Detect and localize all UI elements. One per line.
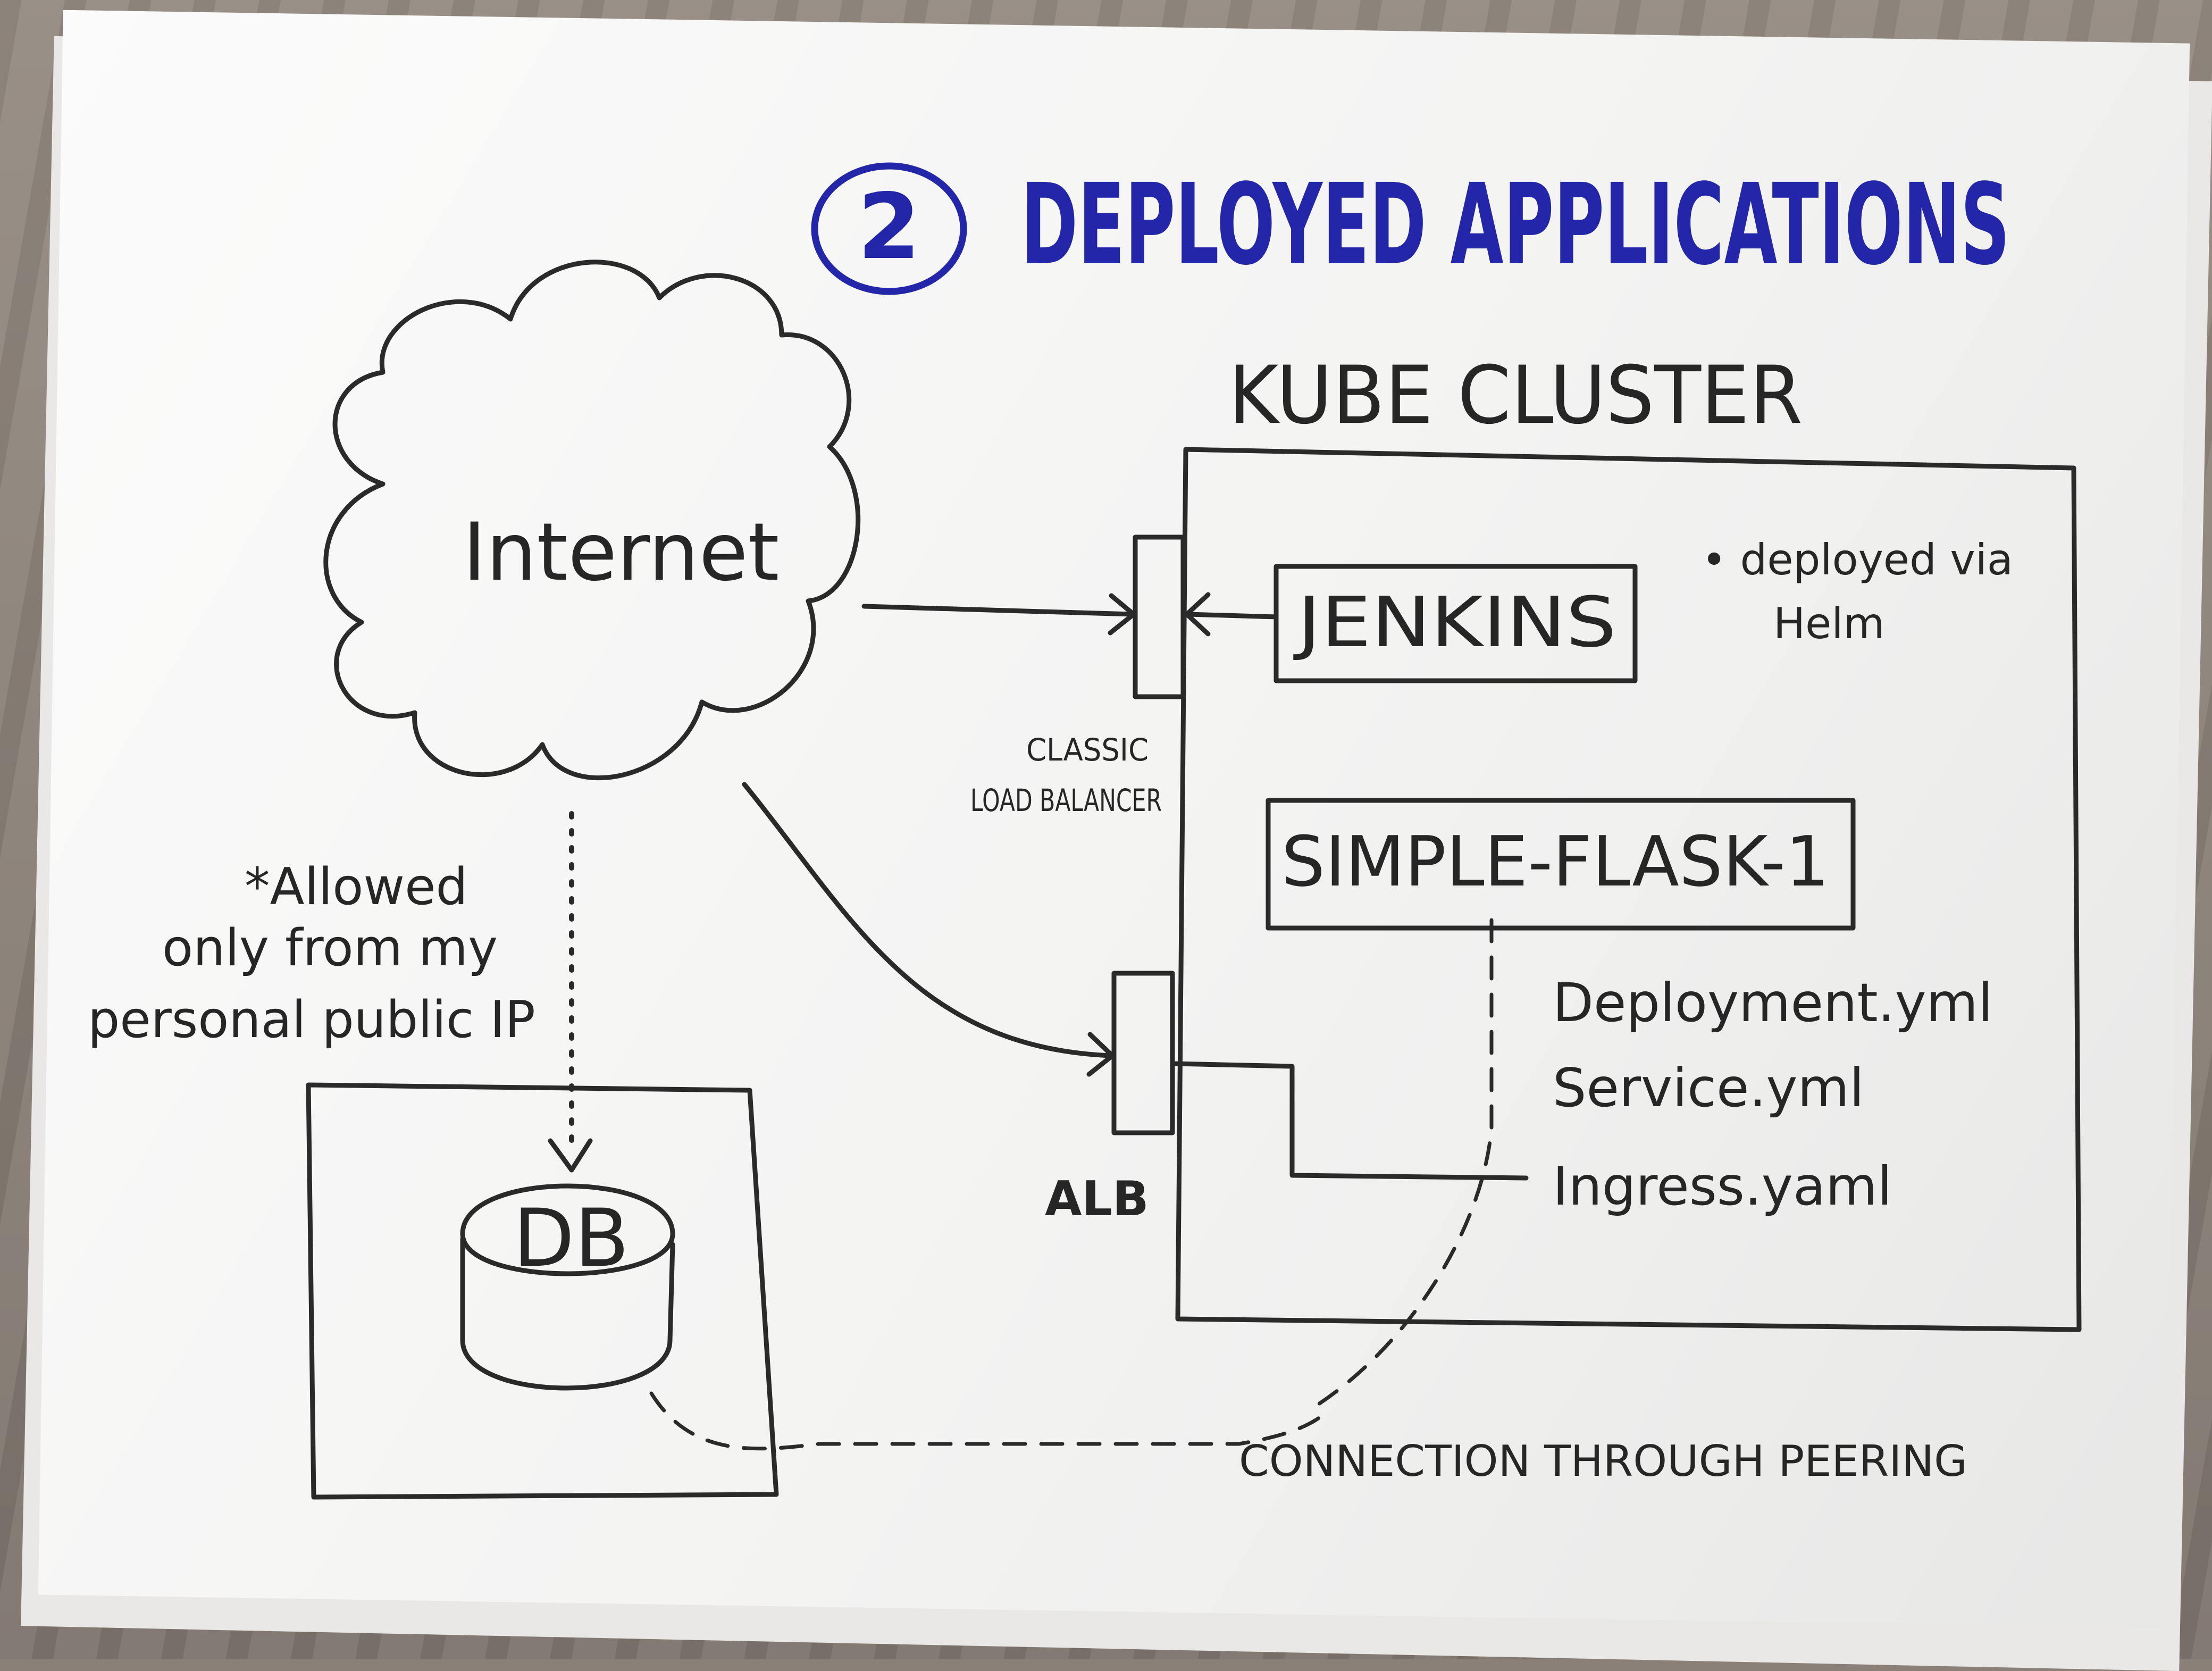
classic-lb-box: [1133, 534, 1186, 699]
title: 2 DEPLOYED APPLICATIONS: [811, 160, 2010, 295]
flask-file-deployment: Deployment.yml: [1553, 972, 1993, 1034]
classic-lb-label-line2: LOAD BALANCER: [970, 782, 1162, 818]
db-note-line3: personal public IP: [88, 991, 535, 1049]
db-note-line1: *Allowed: [245, 858, 468, 916]
jenkins-note-line1: • deployed via: [1702, 535, 2013, 584]
peering-connection: CONNECTION THROUGH PEERING: [649, 1391, 1967, 1486]
alb-box: [1111, 971, 1175, 1135]
peering-label: CONNECTION THROUGH PEERING: [1239, 1436, 1967, 1486]
alb-label: ALB: [1045, 1171, 1149, 1227]
cluster-label: KUBE CLUSTER: [1228, 349, 1803, 442]
jenkins-note-line2: Helm: [1773, 599, 1885, 648]
flask-file-ingress: Ingress.yaml: [1553, 1155, 1892, 1217]
jenkins-to-classic-lb-arrow: [1184, 592, 1279, 637]
title-number-circle: [811, 162, 967, 295]
cloud-outline: [323, 260, 861, 781]
alb-to-ingress-line: [1172, 1061, 1529, 1181]
jenkins-label: JENKINS: [1293, 582, 1616, 663]
internet-to-classic-lb-arrow: [861, 593, 1136, 636]
flask-to-files-dashed-line: [1317, 918, 1494, 1406]
internet-cloud: Internet: [323, 260, 861, 781]
jenkins-service: JENKINS • deployed via Helm: [1273, 535, 2013, 683]
classic-load-balancer: CLASSIC LOAD BALANCER: [970, 534, 1186, 818]
internet-label: Internet: [463, 506, 780, 599]
flask-box: [1266, 798, 1856, 931]
jenkins-box: [1273, 564, 1638, 683]
page-title: DEPLOYED APPLICATIONS: [1021, 160, 2010, 290]
classic-lb-label-line1: CLASSIC: [1026, 732, 1149, 768]
internet-to-db-arrow: [548, 811, 593, 1173]
kube-cluster: KUBE CLUSTER: [1175, 349, 2082, 1332]
internet-to-alb-arrow: [742, 782, 1115, 1077]
title-number: 2: [858, 174, 920, 280]
flask-file-service: Service.yml: [1553, 1057, 1864, 1119]
db-label: DB: [513, 1192, 629, 1285]
db-network-boundary: [306, 1082, 779, 1500]
cluster-boundary: [1175, 447, 2082, 1332]
peering-dashed-line: [649, 1391, 1331, 1451]
db-note-line2: only from my: [162, 919, 498, 977]
db-network: DB: [306, 1082, 779, 1500]
db-cylinder: [460, 1183, 675, 1391]
flask-label: SIMPLE-FLASK-1: [1281, 821, 1829, 902]
application-load-balancer: ALB: [1045, 971, 1529, 1227]
simple-flask-service: SIMPLE-FLASK-1 Deployment.yml Service.ym…: [1266, 798, 1993, 1406]
